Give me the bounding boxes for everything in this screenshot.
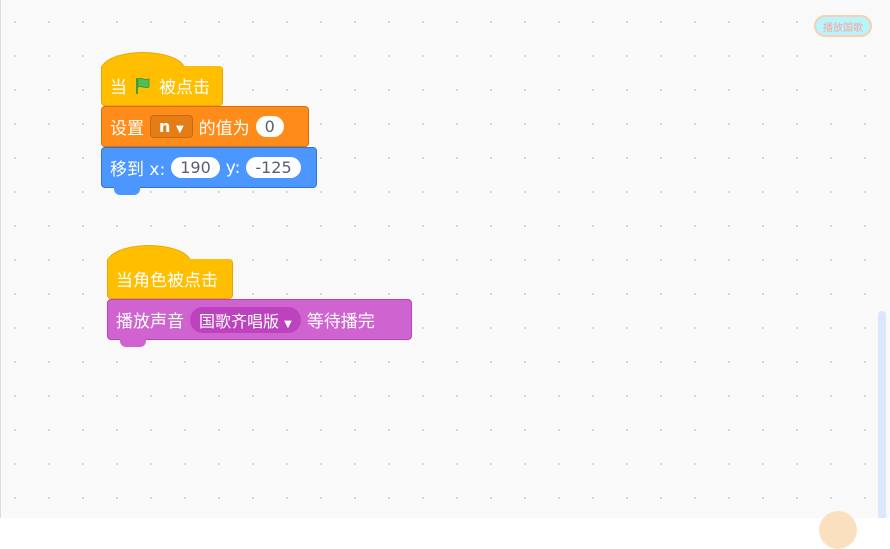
play-sound-until-done-block[interactable]: 播放声音 国歌齐唱版 ▼ 等待播完: [107, 299, 412, 340]
x-input[interactable]: 190: [171, 157, 220, 178]
value-input[interactable]: 0: [255, 116, 284, 137]
block-text: 当角色被点击: [116, 271, 218, 291]
green-flag-icon: [136, 77, 150, 94]
sound-dropdown[interactable]: 国歌齐唱版 ▼: [190, 306, 301, 333]
block-text: 等待播完: [306, 312, 375, 332]
block-text: 的值为: [198, 119, 250, 139]
block-text: 播放声音: [116, 312, 184, 332]
variable-dropdown[interactable]: n ▼: [150, 115, 193, 138]
block-text: 被点击: [159, 78, 210, 98]
y-input[interactable]: -125: [246, 157, 301, 178]
set-variable-block[interactable]: 设置 n ▼ 的值为 0: [101, 106, 309, 147]
block-notch: [114, 187, 140, 195]
goto-xy-block[interactable]: 移到 x: 190 y: -125: [101, 147, 317, 188]
play-anthem-button[interactable]: 播放国歌: [814, 15, 872, 37]
vertical-scrollbar[interactable]: [878, 311, 886, 518]
when-flag-clicked-block[interactable]: 当 被点击: [101, 66, 223, 106]
block-text: 移到 x:: [110, 160, 166, 180]
dropdown-arrow-icon: ▼: [175, 124, 184, 135]
block-text: 当: [110, 78, 127, 98]
zoom-control[interactable]: [819, 511, 857, 549]
when-sprite-clicked-block[interactable]: 当角色被点击: [107, 259, 233, 299]
block-text: 设置: [110, 119, 144, 139]
block-text: y:: [225, 157, 241, 178]
block-notch: [120, 339, 146, 347]
dropdown-arrow-icon: ▼: [284, 318, 292, 330]
